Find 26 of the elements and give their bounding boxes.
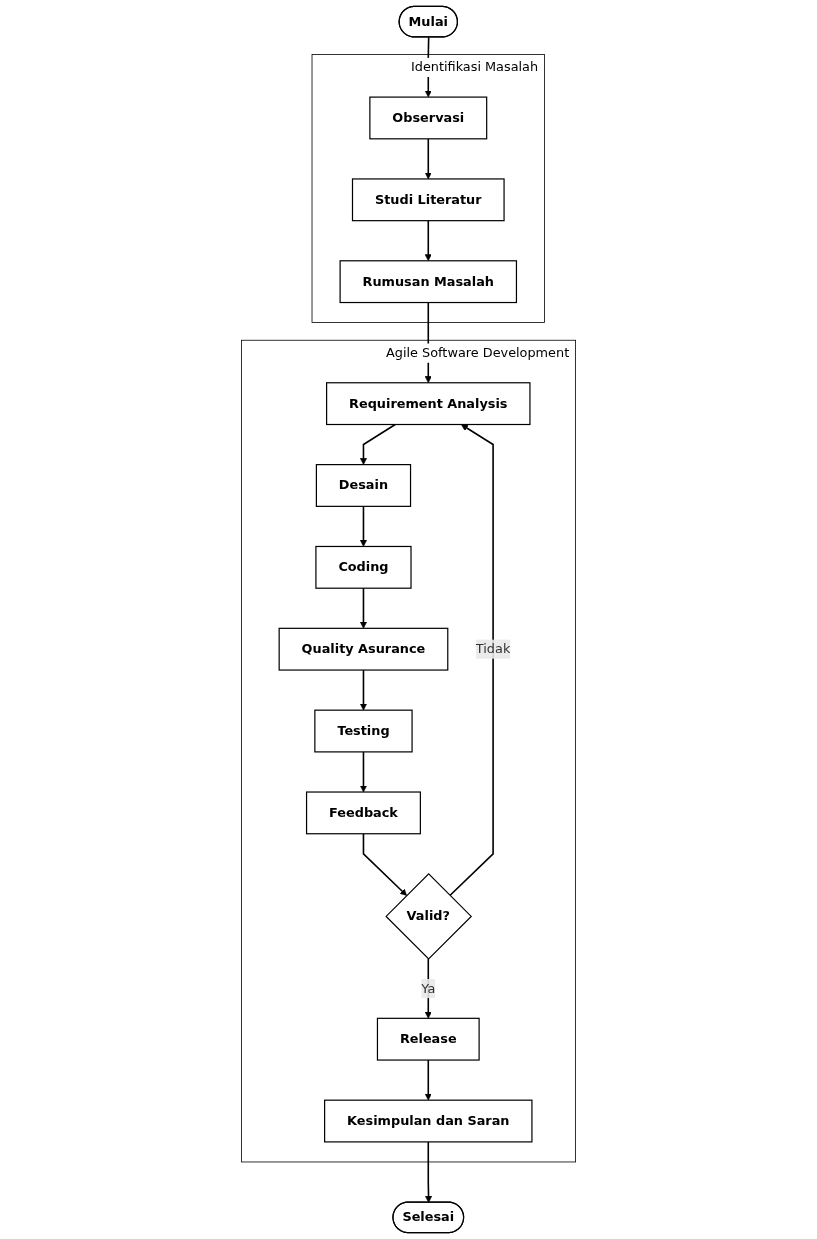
- node-box: Desain: [315, 464, 412, 507]
- node-box: Rumusan Masalah: [339, 260, 518, 304]
- node-diamond: Valid?: [385, 873, 473, 960]
- arrow: [362, 832, 407, 896]
- node-box: Kesimpulan dan Saran: [324, 1099, 533, 1143]
- node-box: Testing: [314, 709, 413, 753]
- arrow: [359, 751, 367, 793]
- arrow: [359, 505, 367, 547]
- edge-label: Tidak: [475, 641, 511, 657]
- arrow: [424, 958, 432, 1019]
- arrow: [424, 219, 432, 262]
- node-box: Coding: [315, 545, 412, 589]
- node-box: Requirement Analysis: [326, 382, 531, 426]
- arrow: [424, 1059, 432, 1101]
- arrow: [449, 424, 494, 897]
- edge-label: Ya: [421, 980, 436, 996]
- node-box: Quality Asurance: [278, 627, 449, 671]
- arrow: [359, 423, 397, 465]
- arrow: [359, 587, 367, 629]
- arrow: [425, 1141, 433, 1203]
- node-box: Feedback: [305, 791, 421, 835]
- arrow: [424, 138, 432, 180]
- node-box: Release: [376, 1017, 480, 1061]
- node-box: Observasi: [369, 96, 488, 140]
- node-box: Studi Literatur: [351, 178, 505, 222]
- arrow: [359, 669, 367, 711]
